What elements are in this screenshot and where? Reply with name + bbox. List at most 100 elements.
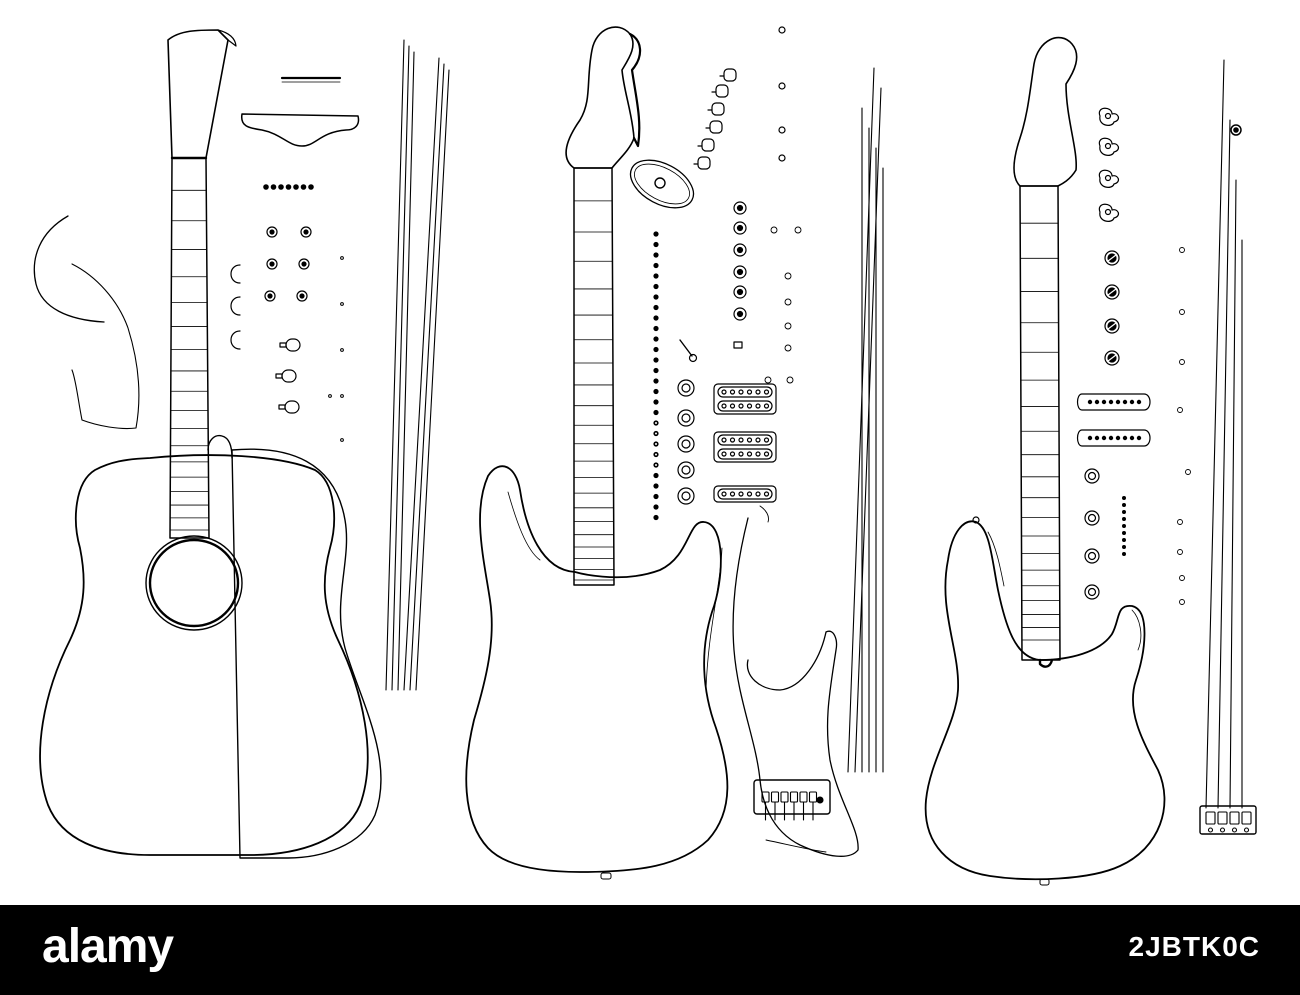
control-knob xyxy=(677,435,695,453)
electric-guitar xyxy=(465,26,729,880)
peg xyxy=(733,285,747,299)
saddle xyxy=(1205,811,1216,825)
marker-dot xyxy=(653,399,659,405)
string xyxy=(1205,59,1225,809)
tuner-post xyxy=(267,293,273,299)
marker-dot xyxy=(653,367,659,374)
acoustic-screws xyxy=(328,256,344,442)
tuner-post xyxy=(301,261,307,267)
acoustic-hardware xyxy=(230,76,360,442)
electric-fret-markers xyxy=(653,231,659,521)
tuner-post xyxy=(299,293,305,299)
pole-piece xyxy=(738,437,744,443)
coil xyxy=(717,400,773,412)
peg xyxy=(733,221,747,235)
pole xyxy=(1094,435,1100,441)
screw xyxy=(770,226,778,234)
saddle xyxy=(1229,811,1240,825)
acoustic-headstock xyxy=(167,29,229,159)
electric-bridge xyxy=(753,779,831,821)
image-id: 2JBTK0C xyxy=(1128,931,1260,962)
tuner-button xyxy=(284,400,300,414)
acoustic-body xyxy=(39,454,369,856)
string xyxy=(1217,119,1231,809)
screw xyxy=(340,438,344,442)
string xyxy=(409,63,445,691)
marker-dot xyxy=(653,315,659,321)
illustration-canvas xyxy=(33,26,1257,886)
peg-center xyxy=(736,204,744,212)
pole xyxy=(1129,399,1135,405)
bass-pickups xyxy=(1076,393,1151,447)
string xyxy=(1229,179,1237,809)
control-knob-inner xyxy=(681,491,691,501)
string xyxy=(847,67,875,773)
electric-output-jack xyxy=(600,872,612,880)
marker-dot xyxy=(653,462,659,468)
tuner-knob xyxy=(266,226,278,238)
screw xyxy=(1179,359,1185,365)
screw xyxy=(328,394,332,398)
tuner-post xyxy=(1104,208,1112,216)
pole xyxy=(1122,399,1128,405)
string xyxy=(403,57,440,691)
switch-tip xyxy=(733,341,743,349)
pole-piece xyxy=(763,389,770,395)
pickup xyxy=(713,485,777,503)
marker-dot xyxy=(1122,495,1127,500)
tuner-knob xyxy=(296,290,308,302)
marker-dot xyxy=(653,514,659,521)
bass-headstock xyxy=(1013,36,1078,187)
pot xyxy=(1084,548,1100,564)
saddle xyxy=(789,791,799,803)
pole xyxy=(1136,399,1142,405)
bridge-pin xyxy=(300,184,307,190)
pole xyxy=(1115,399,1121,405)
control-knob-inner xyxy=(681,439,691,449)
bass-hardware xyxy=(1076,107,1257,835)
marker-dot xyxy=(653,430,659,437)
peg-center xyxy=(736,310,744,318)
string-tree xyxy=(778,126,786,134)
screw xyxy=(1177,519,1183,525)
pole-piece xyxy=(721,437,727,443)
marker-dot xyxy=(1122,537,1127,542)
peg-center xyxy=(736,288,744,296)
saddle-screw xyxy=(1219,827,1226,833)
pole-piece xyxy=(738,389,744,395)
bass-tuner xyxy=(1098,137,1120,156)
screw xyxy=(784,344,792,352)
peg-center xyxy=(736,268,744,276)
pole-piece xyxy=(721,451,727,457)
control-knob xyxy=(677,379,695,397)
pole-piece xyxy=(755,451,761,457)
bass-fret-markers xyxy=(1122,495,1127,556)
j-pickup xyxy=(1076,393,1151,411)
acoustic-bridge xyxy=(240,113,360,147)
bass-fretboard xyxy=(1019,185,1061,661)
tuner xyxy=(697,156,711,170)
marker-dot xyxy=(653,378,659,384)
acoustic-pickguard-parts xyxy=(33,215,140,430)
marker-dot xyxy=(653,304,659,311)
control-knob-inner xyxy=(681,383,691,393)
screw xyxy=(786,376,794,384)
tuner xyxy=(723,68,737,82)
pole-piece xyxy=(721,491,727,497)
string xyxy=(397,51,415,691)
marker-dot xyxy=(1122,523,1127,528)
pot-inner xyxy=(1087,551,1097,561)
screw xyxy=(340,256,344,260)
bass-tuner xyxy=(1098,169,1120,188)
pole-piece xyxy=(721,389,727,395)
marker-dot xyxy=(653,241,659,248)
pole-piece xyxy=(746,389,753,395)
saddle-screw xyxy=(1231,827,1238,833)
marker-dot xyxy=(653,294,659,300)
pole xyxy=(1129,435,1135,441)
screw xyxy=(784,298,792,306)
electric-tuners xyxy=(693,68,737,170)
pole xyxy=(1115,435,1121,441)
tuner-shaft xyxy=(275,373,283,379)
pot-inner xyxy=(1087,513,1097,523)
